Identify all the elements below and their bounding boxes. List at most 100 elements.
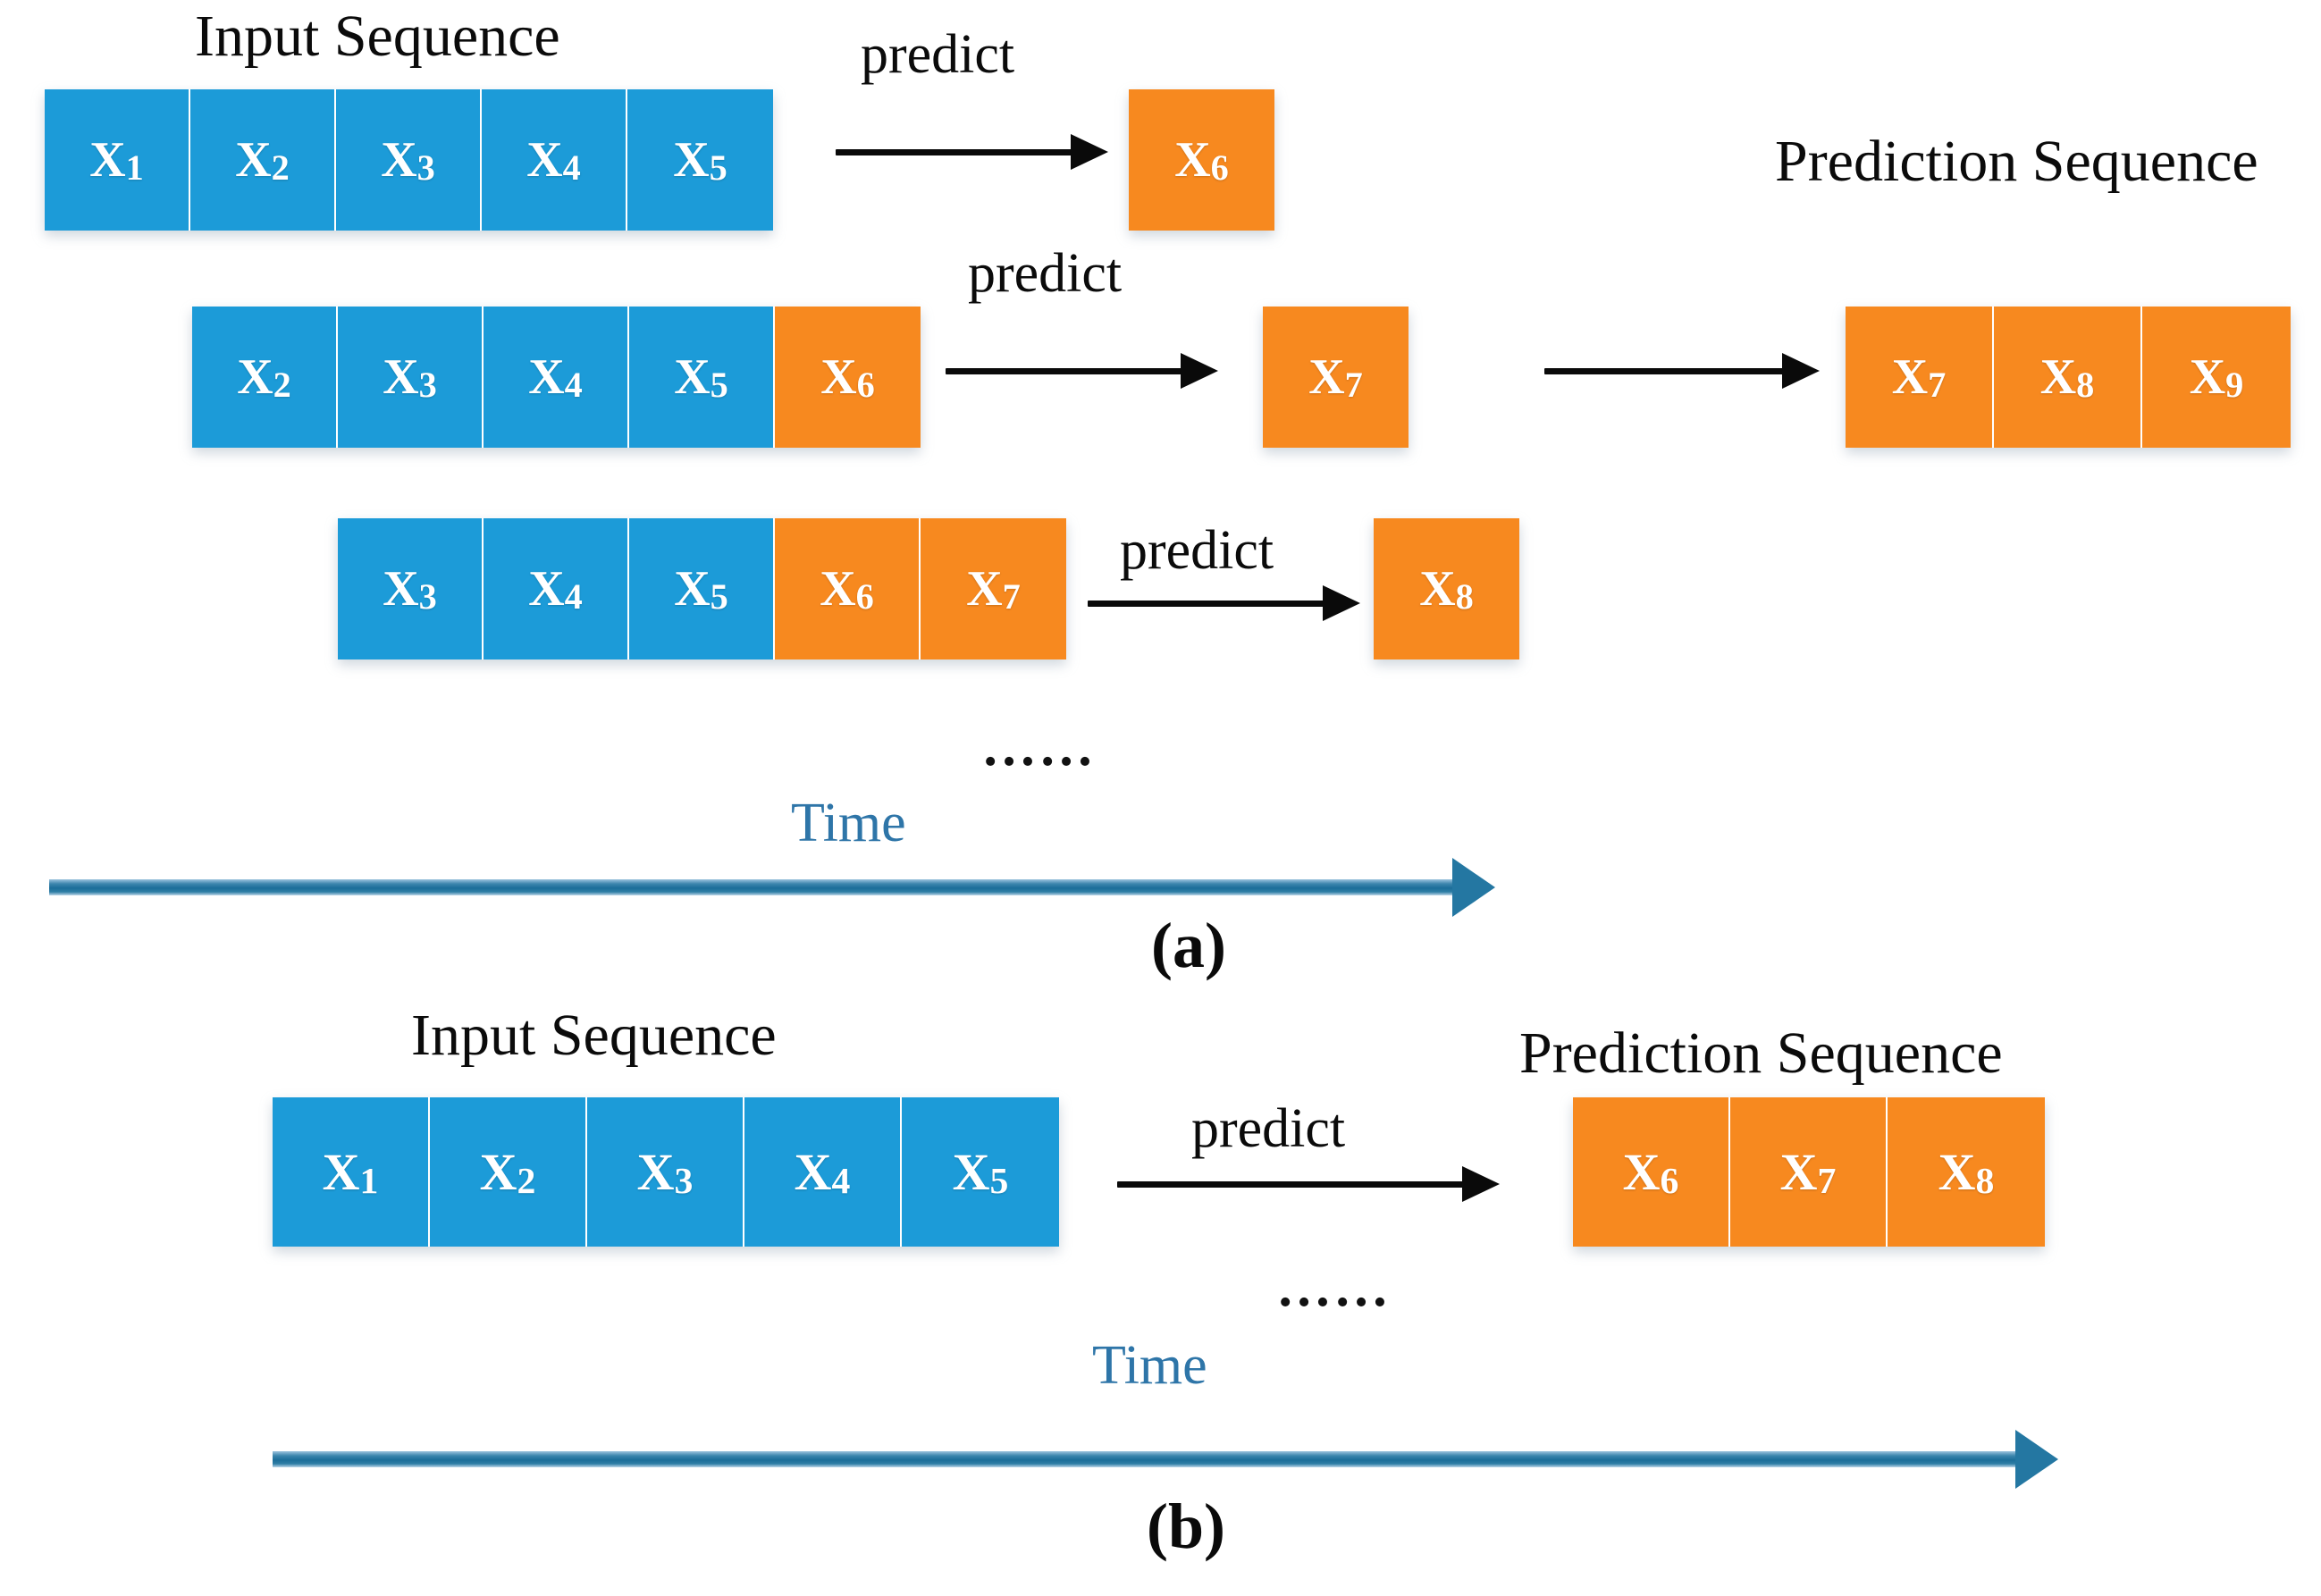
cell-base: X	[794, 1142, 832, 1201]
panel-b-time-label: Time	[1092, 1335, 1207, 1396]
panel-a-row3-predict-arrow	[1088, 585, 1360, 621]
seq-cell[interactable]: X3	[587, 1097, 744, 1247]
seq-cell[interactable]: X6	[775, 307, 921, 448]
panel-a-row2-predict-arrow	[946, 353, 1218, 389]
seq-cell[interactable]: X9	[2142, 307, 2291, 448]
cell-subscript: 6	[1210, 147, 1229, 189]
cell-subscript: 2	[271, 147, 290, 189]
seq-cell[interactable]: X7	[921, 518, 1066, 659]
panel-a-prediction-sequence: X7 X8 X9	[1846, 307, 2291, 448]
cell-subscript: 6	[856, 365, 875, 406]
seq-cell[interactable]: X7	[1846, 307, 1994, 448]
cell-subscript: 3	[418, 365, 437, 406]
cell-base: X	[820, 561, 856, 617]
seq-cell[interactable]: X4	[484, 307, 629, 448]
seq-cell[interactable]: X3	[336, 89, 482, 231]
cell-subscript: 4	[562, 147, 581, 189]
cell-subscript: 4	[564, 365, 583, 406]
panel-a-row2-output: X7	[1263, 307, 1409, 448]
seq-cell[interactable]: X5	[629, 518, 775, 659]
cell-base: X	[952, 1142, 990, 1201]
cell-subscript: 1	[125, 147, 144, 189]
cell-base: X	[1779, 1142, 1818, 1201]
cell-subscript: 7	[1002, 576, 1021, 617]
cell-base: X	[89, 132, 126, 188]
panel-a-time-axis	[49, 858, 1497, 917]
panel-a-prediction-sequence-heading: Prediction Sequence	[1775, 129, 2258, 194]
cell-subscript: 7	[1344, 365, 1363, 406]
cell-subscript: 6	[1660, 1160, 1679, 1202]
panel-b-prediction-sequence-heading: Prediction Sequence	[1519, 1021, 2003, 1086]
cell-base: X	[820, 349, 857, 405]
seq-cell[interactable]: X5	[902, 1097, 1059, 1247]
cell-subscript: 4	[831, 1160, 851, 1202]
panel-a-row1-output: X6	[1129, 89, 1274, 231]
seq-cell[interactable]: X8	[1888, 1097, 2045, 1247]
cell-subscript: 8	[2076, 365, 2095, 406]
seq-cell[interactable]: X1	[45, 89, 190, 231]
cell-subscript: 2	[517, 1160, 536, 1202]
seq-cell[interactable]: X6	[1573, 1097, 1730, 1247]
seq-cell[interactable]: X4	[484, 518, 629, 659]
cell-base: X	[479, 1142, 517, 1201]
panel-b-time-axis	[273, 1430, 2060, 1489]
seq-cell[interactable]: X6	[1129, 89, 1274, 231]
seq-cell[interactable]: X8	[1374, 518, 1519, 659]
seq-cell[interactable]: X3	[338, 518, 484, 659]
cell-subscript: 7	[1928, 365, 1947, 406]
seq-cell[interactable]: X4	[482, 89, 627, 231]
panel-a-to-prediction-sequence-arrow	[1544, 353, 1821, 389]
panel-b-predict-label: predict	[1191, 1098, 1346, 1159]
panel-a-input-sequence-heading: Input Sequence	[195, 4, 560, 69]
cell-subscript: 5	[710, 365, 728, 406]
seq-cell[interactable]: X7	[1730, 1097, 1888, 1247]
panel-a-time-label: Time	[791, 793, 906, 853]
cell-base: X	[1938, 1142, 1976, 1201]
panel-b-predict-arrow	[1117, 1166, 1501, 1202]
seq-cell[interactable]: X2	[190, 89, 336, 231]
cell-base: X	[1419, 561, 1456, 617]
panel-a-row2-sequence: X2 X3 X4 X5 X6	[192, 307, 921, 448]
cell-base: X	[383, 561, 419, 617]
seq-cell[interactable]: X2	[430, 1097, 587, 1247]
seq-cell[interactable]: X2	[192, 307, 338, 448]
cell-subscript: 6	[855, 576, 874, 617]
cell-base: X	[1174, 132, 1211, 188]
panel-a-ellipsis: ……	[981, 717, 1096, 777]
seq-cell[interactable]: X7	[1263, 307, 1409, 448]
panel-a-row1-predict-arrow	[836, 134, 1108, 170]
cell-base: X	[322, 1142, 360, 1201]
panel-a-row2-predict-label: predict	[968, 243, 1123, 304]
cell-subscript: 5	[989, 1160, 1009, 1202]
cell-base: X	[2189, 349, 2226, 405]
cell-subscript: 5	[709, 147, 727, 189]
seq-cell[interactable]: X1	[273, 1097, 430, 1247]
cell-base: X	[235, 132, 272, 188]
panel-a-row1-sequence: X1 X2 X3 X4 X5	[45, 89, 773, 231]
panel-a-row3-sequence: X3 X4 X5 X6 X7	[338, 518, 1066, 659]
seq-cell[interactable]: X4	[744, 1097, 902, 1247]
panel-b-input-sequence: X1 X2 X3 X4 X5	[273, 1097, 1059, 1247]
seq-cell[interactable]: X5	[627, 89, 773, 231]
cell-subscript: 2	[273, 365, 291, 406]
seq-cell[interactable]: X3	[338, 307, 484, 448]
panel-b-caption: (b)	[1147, 1491, 1225, 1562]
panel-a-caption: (a)	[1151, 910, 1226, 981]
cell-base: X	[528, 561, 565, 617]
seq-cell[interactable]: X5	[629, 307, 775, 448]
cell-base: X	[381, 132, 417, 188]
panel-b-prediction-sequence: X6 X7 X8	[1573, 1097, 2045, 1247]
seq-cell[interactable]: X6	[775, 518, 921, 659]
cell-subscript: 8	[1455, 576, 1474, 617]
cell-base: X	[673, 132, 710, 188]
cell-base: X	[636, 1142, 675, 1201]
cell-base: X	[1308, 349, 1345, 405]
cell-subscript: 3	[418, 576, 437, 617]
seq-cell[interactable]: X8	[1994, 307, 2142, 448]
panel-a-row3-predict-label: predict	[1120, 520, 1274, 581]
cell-base: X	[528, 349, 565, 405]
cell-subscript: 5	[710, 576, 728, 617]
cell-subscript: 9	[2225, 365, 2244, 406]
cell-base: X	[383, 349, 419, 405]
